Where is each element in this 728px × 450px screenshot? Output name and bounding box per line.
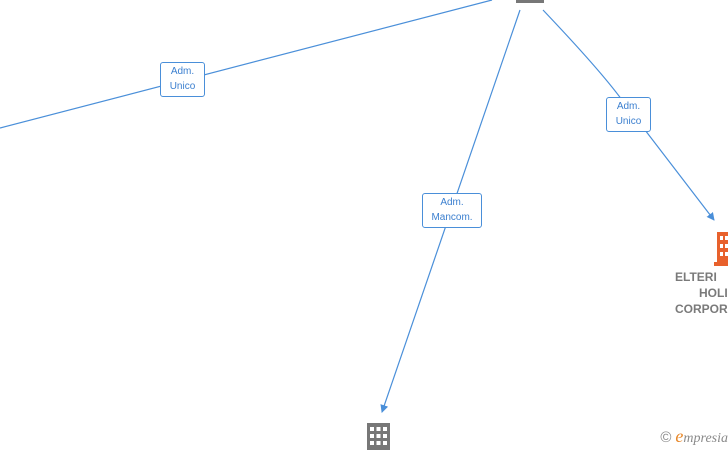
edge-label-right-line1: Adm.	[616, 101, 641, 112]
edge-label-left-line2: Unico	[169, 81, 196, 92]
company-name-right-line3: CORPOR	[675, 302, 728, 316]
company-name-right-line1: ELTERI	[675, 270, 717, 284]
top-node-icon[interactable]	[516, 0, 544, 3]
brand-logo-initial: e	[675, 426, 684, 446]
brand-logo-text: mpresia	[683, 431, 728, 446]
edge-label-bottom-line1: Adm.	[440, 197, 464, 208]
copyright-symbol: ©	[660, 429, 672, 446]
building-icon-right[interactable]	[714, 232, 728, 266]
edge-label-left[interactable]: Adm. Unico	[160, 62, 205, 97]
empresia-brand: ©empresia	[660, 426, 728, 447]
edge-label-left-line1: Adm.	[170, 66, 195, 77]
edge-label-right[interactable]: Adm. Unico	[606, 97, 651, 132]
company-name-right-line2: HOLI	[699, 286, 728, 300]
company-name-right[interactable]: ELTERI HOLI CORPOR	[671, 269, 728, 317]
edge-label-bottom[interactable]: Adm. Mancom.	[422, 193, 482, 228]
edge-label-bottom-line2: Mancom.	[431, 212, 473, 223]
edge-label-right-line2: Unico	[615, 116, 642, 127]
edge-line-left	[0, 0, 493, 129]
building-icon-bottom[interactable]	[367, 423, 390, 450]
